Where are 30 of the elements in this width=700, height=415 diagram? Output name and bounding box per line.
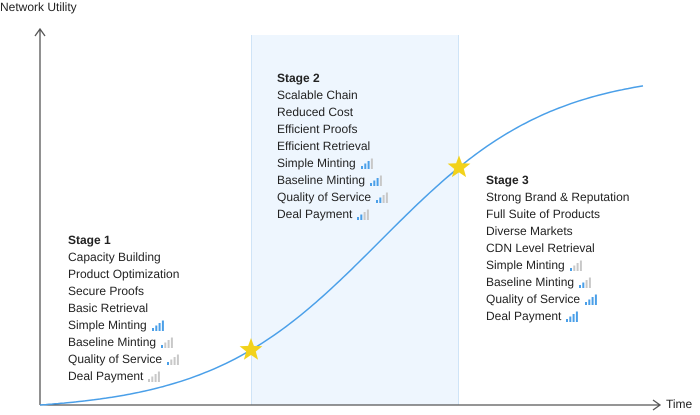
feature-label: Full Suite of Products (486, 206, 600, 223)
feature-label: Simple Minting (277, 155, 356, 172)
feature-label: Product Optimization (68, 266, 180, 283)
feature-label: CDN Level Retrieval (486, 240, 595, 257)
feature-label: Basic Retrieval (68, 300, 148, 317)
feature-label: Quality of Service (486, 291, 580, 308)
feature-label: Strong Brand & Reputation (486, 189, 630, 206)
feature-label: Deal Payment (277, 206, 352, 223)
feature-label: Secure Proofs (68, 283, 144, 300)
stage-heading: Stage 2 (277, 70, 320, 87)
feature-label: Quality of Service (68, 351, 162, 368)
feature-label: Deal Payment (68, 368, 144, 385)
feature-label: Reduced Cost (277, 104, 354, 121)
feature-label: Quality of Service (277, 189, 372, 206)
feature-label: Efficient Retrieval (277, 138, 370, 155)
stage-band (251, 35, 459, 405)
feature-label: Simple Minting (68, 317, 147, 334)
feature-label: Capacity Building (68, 249, 161, 266)
axis-title: Network Utility (0, 0, 77, 14)
feature-label: Efficient Proofs (277, 121, 358, 138)
stage-heading: Stage 1 (68, 232, 111, 249)
feature-label: Simple Minting (486, 257, 565, 274)
feature-label: Scalable Chain (277, 87, 358, 104)
feature-label: Baseline Minting (277, 172, 366, 189)
feature-label: Baseline Minting (486, 274, 574, 291)
stage-heading: Stage 3 (486, 172, 529, 189)
axis-title: Time (666, 397, 692, 411)
feature-label: Baseline Minting (68, 334, 156, 351)
feature-label: Diverse Markets (486, 223, 573, 240)
feature-label: Deal Payment (486, 308, 562, 325)
